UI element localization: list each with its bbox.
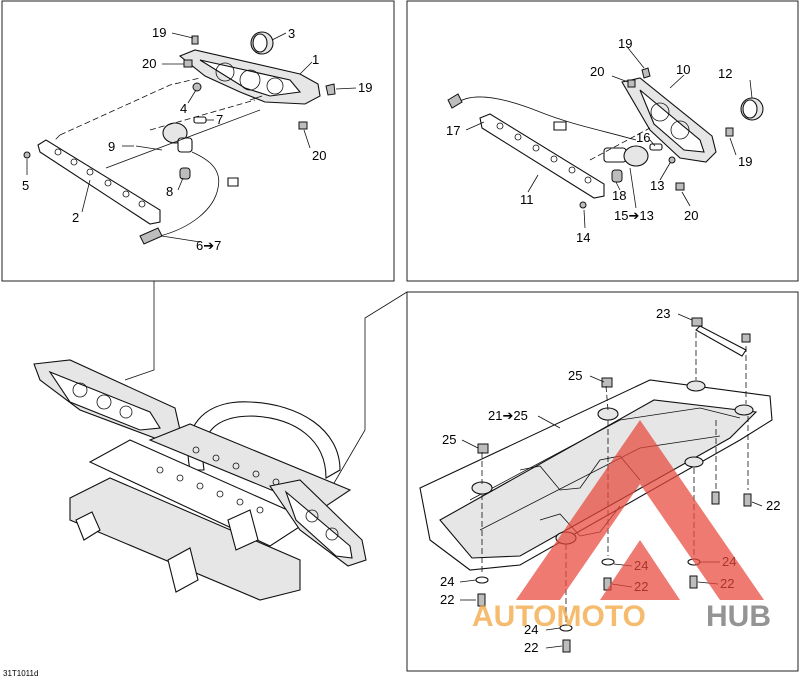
callout-17: 17 [446, 123, 460, 138]
tail-light-assembly-right [447, 67, 764, 209]
panel-top-right-frame [406, 0, 799, 282]
callout-3: 3 [288, 26, 295, 41]
skid-plate-assembly [419, 317, 773, 653]
callout-25-a: 25 [568, 368, 582, 383]
leaders-top-left [26, 32, 357, 243]
callout-19-b: 19 [358, 80, 372, 95]
callout-20-d: 20 [684, 208, 698, 223]
callouts-top-left: 19 3 20 1 19 4 7 9 5 8 20 2 6➔7 [22, 25, 372, 253]
watermark-text-hub: HUB [706, 600, 771, 633]
callout-22-d: 22 [440, 592, 454, 607]
leaders-top-right [465, 47, 753, 229]
connector-line-left [124, 281, 155, 381]
callout-4: 4 [180, 101, 187, 116]
callout-15-13: 15➔13 [614, 208, 654, 223]
panel-top-left-frame [1, 0, 395, 282]
callout-12: 12 [718, 66, 732, 81]
callout-22-a: 22 [766, 498, 780, 513]
callout-22-e: 22 [524, 640, 538, 655]
callout-8: 8 [166, 184, 173, 199]
watermark-triangle-icon [516, 420, 764, 600]
watermark-triangle-inner-icon [600, 540, 680, 600]
callout-20-c: 20 [590, 64, 604, 79]
tail-light-assembly-left [23, 31, 336, 245]
callout-14: 14 [576, 230, 590, 245]
callout-24-c: 24 [440, 574, 454, 589]
callout-7: 7 [216, 112, 223, 127]
callout-6-7: 6➔7 [196, 238, 221, 253]
callout-19-c: 19 [618, 36, 632, 51]
callout-13: 13 [650, 178, 664, 193]
watermark-logo: AUTOMOTO HUB [472, 420, 771, 633]
callout-24-d: 24 [524, 622, 538, 637]
callout-23: 23 [656, 306, 670, 321]
figure-code: 31T1011d [3, 669, 38, 678]
callout-19-d: 19 [738, 154, 752, 169]
callout-9: 9 [108, 139, 115, 154]
callout-1: 1 [312, 52, 319, 67]
callout-18: 18 [612, 188, 626, 203]
callout-2: 2 [72, 210, 79, 225]
callout-19-a: 19 [152, 25, 166, 40]
panel-bottom-right-frame [406, 291, 799, 672]
callout-16: 16 [636, 130, 650, 145]
frame-assembly [33, 359, 367, 601]
callout-10: 10 [676, 62, 690, 77]
callout-20-b: 20 [312, 148, 326, 163]
callout-20-a: 20 [142, 56, 156, 71]
callout-11: 11 [520, 192, 534, 207]
callouts-top-right: 19 20 10 12 17 16 19 13 11 18 20 15➔13 1… [446, 36, 752, 245]
watermark-text-automoto: AUTOMOTO [472, 600, 646, 633]
callout-21-25: 21➔25 [488, 408, 528, 423]
callout-25-b: 25 [442, 432, 456, 447]
callout-5: 5 [22, 178, 29, 193]
connector-line-right [329, 291, 408, 491]
